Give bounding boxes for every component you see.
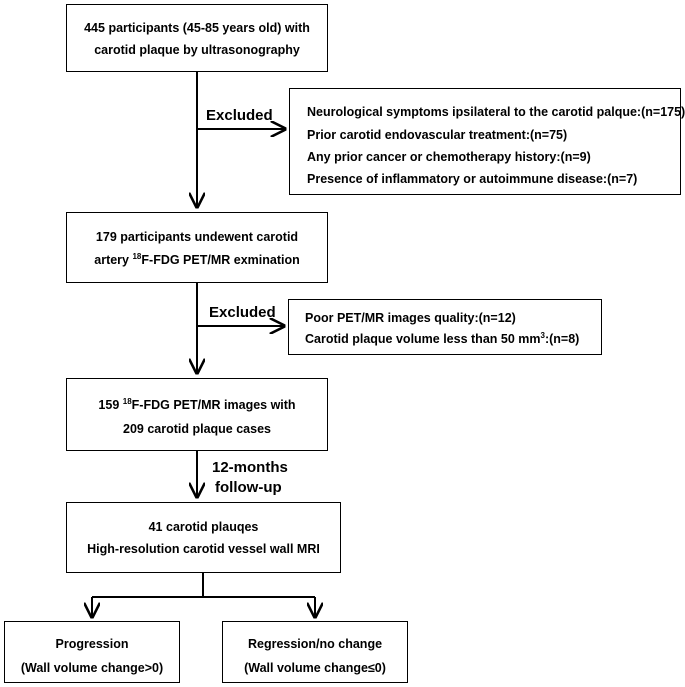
exclusion2-item: Carotid plaque volume less than 50 mm3:(… [305,330,580,346]
box1-line1: 445 participants (45-85 years old) with [84,21,310,35]
regression-criteria: (Wall volume change≤0) [244,661,386,675]
progression-title: Progression [55,637,129,651]
box-plaques-41: 41 carotid plauqes High-resolution carot… [66,502,341,573]
excluded1-label: Excluded [206,107,273,124]
box-participants-445: 445 participants (45-85 years old) with … [66,4,328,72]
exclusion1-item: Neurological symptoms ipsilateral to the… [307,105,685,119]
box3-line1: 159 18F-FDG PET/MR images with [98,396,296,412]
box4-line2: High-resolution carotid vessel wall MRI [87,542,320,556]
box-participants-179: 179 participants undewent carotid artery… [66,212,328,283]
box2-line1: 179 participants undewent carotid [95,230,299,244]
box-exclusions-2: Poor PET/MR images quality:(n=12) Caroti… [288,299,602,355]
progression-criteria: (Wall volume change>0) [20,661,164,675]
exclusion2-item: Poor PET/MR images quality:(n=12) [305,311,516,325]
box-images-159: 159 18F-FDG PET/MR images with 209 carot… [66,378,328,451]
exclusion1-item: Any prior cancer or chemotherapy history… [307,150,591,164]
exclusion1-item: Prior carotid endovascular treatment:(n=… [307,128,568,142]
excluded2-label: Excluded [209,304,276,321]
box-progression: Progression (Wall volume change>0) [4,621,180,683]
box3-line2: 209 carotid plaque cases [123,422,271,436]
box-exclusions-1: Neurological symptoms ipsilateral to the… [289,88,685,195]
followup-line1: 12-months [212,459,288,476]
box1-line2: carotid plaque by ultrasonography [94,43,300,57]
box2-line2: artery 18F-FDG PET/MR exmination [94,251,300,267]
regression-title: Regression/no change [247,637,383,651]
followup-line2: follow-up [215,479,282,496]
box-regression: Regression/no change (Wall volume change… [222,621,408,683]
box4-line1: 41 carotid plauqes [148,520,259,534]
exclusion1-item: Presence of inflammatory or autoimmune d… [307,172,638,186]
